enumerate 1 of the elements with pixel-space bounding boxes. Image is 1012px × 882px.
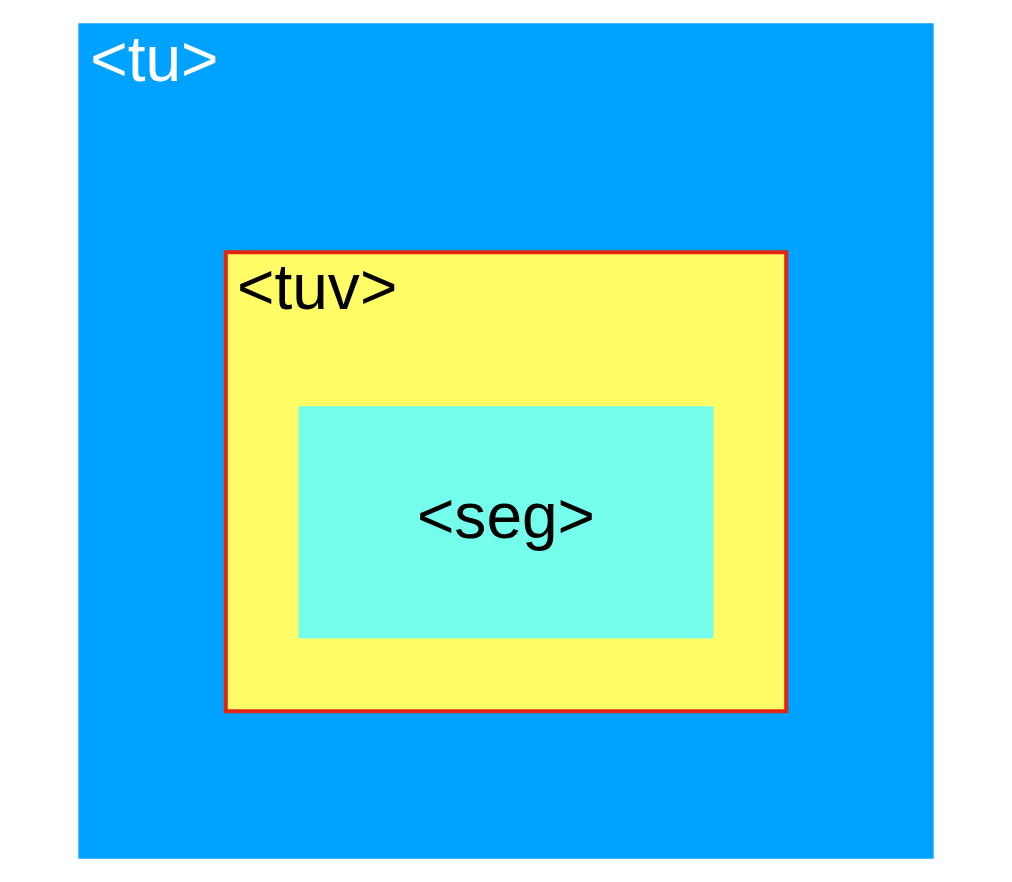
node-box: <seg> [298,406,714,639]
